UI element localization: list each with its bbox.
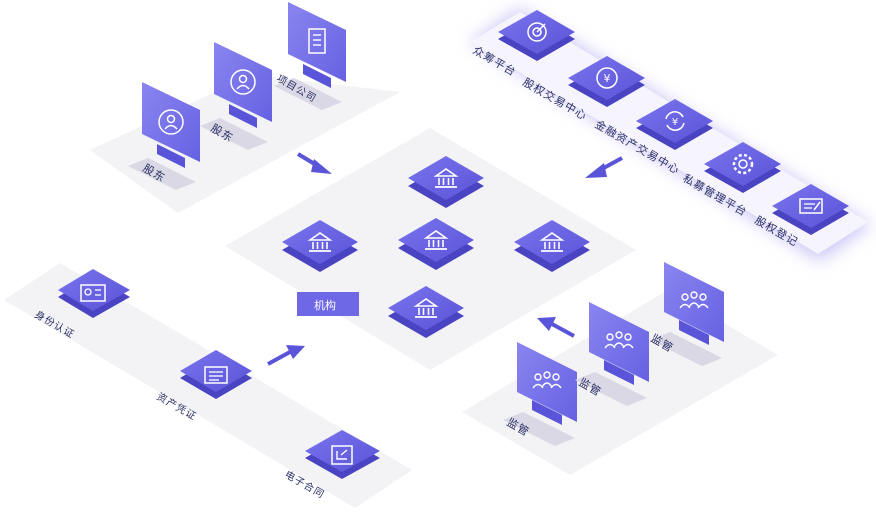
block-institution-4 (514, 220, 590, 272)
voucher-icon (204, 366, 228, 384)
board-supervision-1 (503, 342, 577, 446)
block-equity-exchange: ¥ (568, 56, 645, 107)
block-crowdfunding (498, 10, 575, 61)
gear-icon (732, 153, 754, 175)
block-identity-auth (58, 269, 130, 318)
svg-text:¥: ¥ (672, 117, 678, 128)
certificate-icon (799, 198, 823, 214)
id-card-icon (80, 284, 106, 302)
block-e-contract (305, 430, 380, 479)
board-supervision-3 (650, 262, 724, 366)
block-institution-1 (408, 156, 484, 208)
arrow-top-right-to-center (585, 156, 623, 178)
arrow-top-left-to-center (296, 152, 332, 174)
block-institution-5 (388, 286, 464, 338)
institution-tag (297, 292, 359, 316)
arrow-bottom-left-to-center (267, 345, 305, 366)
block-institution-2 (282, 220, 358, 272)
board-project-company (274, 2, 346, 110)
board-supervision-2 (575, 302, 649, 406)
block-asset-voucher (180, 350, 252, 399)
target-icon (527, 22, 547, 42)
contract-icon (331, 445, 353, 465)
board-shareholder-2 (200, 42, 272, 150)
building-icon (308, 28, 326, 54)
board-shareholder-1 (128, 82, 200, 190)
label-institution-tag: 机构 (314, 299, 336, 312)
yen-exchange-icon: ¥ (596, 67, 618, 89)
arrow-bottom-right-to-center (537, 317, 575, 338)
block-equity-registration (772, 184, 849, 235)
block-financial-asset-exchange: ¥ (636, 99, 713, 150)
block-institution-3 (398, 218, 474, 270)
block-private-fund-platform (704, 142, 781, 193)
yen-cycle-icon: ¥ (665, 111, 685, 131)
svg-text:¥: ¥ (604, 72, 611, 85)
